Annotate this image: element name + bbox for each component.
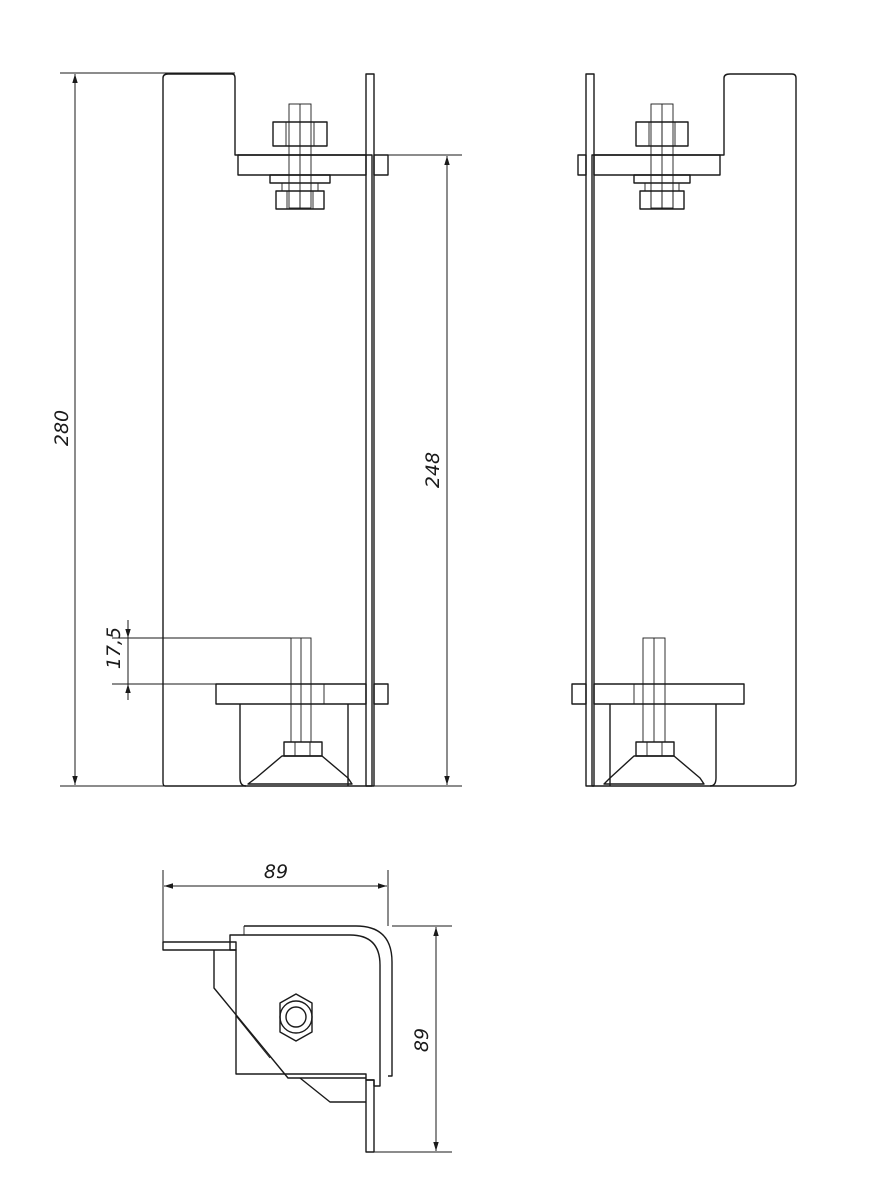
dimension-89-vertical: 89 bbox=[374, 925, 452, 1153]
front-top-nut-upper bbox=[272, 121, 328, 147]
dimension-17-5: 17,5 bbox=[103, 620, 291, 700]
top-hex-nut bbox=[279, 993, 313, 1042]
top-view bbox=[162, 925, 393, 1153]
dimension-280: 280 bbox=[51, 72, 372, 787]
side-foot-plate bbox=[593, 683, 745, 705]
front-foot-nut bbox=[283, 741, 323, 757]
top-left-flange bbox=[162, 941, 237, 951]
side-view bbox=[571, 73, 797, 787]
dimension-17-5-label: 17,5 bbox=[103, 627, 125, 669]
side-foot-pad bbox=[603, 755, 705, 785]
top-bottom-flange bbox=[365, 1079, 375, 1153]
front-top-plate bbox=[237, 154, 367, 176]
front-profile bbox=[162, 73, 373, 787]
dimension-89-vertical-label: 89 bbox=[411, 1028, 433, 1052]
dimension-248-label: 248 bbox=[422, 452, 444, 488]
front-foot-sleeve bbox=[239, 704, 349, 787]
front-vertical-plate bbox=[365, 73, 375, 787]
front-top-plate-ext bbox=[373, 154, 389, 176]
side-foot-sleeve bbox=[609, 704, 717, 787]
top-outer-profile bbox=[229, 934, 381, 1087]
front-foot-plate-ext bbox=[373, 683, 389, 705]
dimension-248: 248 bbox=[374, 154, 462, 787]
side-profile bbox=[591, 73, 797, 787]
dimension-280-label: 280 bbox=[51, 410, 73, 446]
side-foot-plate-ext bbox=[571, 683, 587, 705]
dimension-89-horizontal: 89 bbox=[162, 861, 389, 942]
front-view bbox=[162, 73, 389, 787]
side-top-plate bbox=[593, 154, 721, 176]
side-top-plate-ext bbox=[577, 154, 587, 176]
top-corner-gusset bbox=[299, 1077, 366, 1103]
side-foot-nut bbox=[635, 741, 675, 757]
top-inner-profile bbox=[244, 925, 393, 1077]
front-top-nut-lower bbox=[275, 190, 325, 210]
side-top-nut-upper bbox=[635, 121, 689, 147]
front-foot-pad bbox=[247, 755, 353, 785]
dimension-89-horizontal-label: 89 bbox=[264, 861, 288, 883]
side-vertical-plate bbox=[585, 73, 595, 787]
top-diagonal-plate bbox=[213, 950, 366, 1079]
side-top-nut-lower bbox=[639, 190, 685, 210]
